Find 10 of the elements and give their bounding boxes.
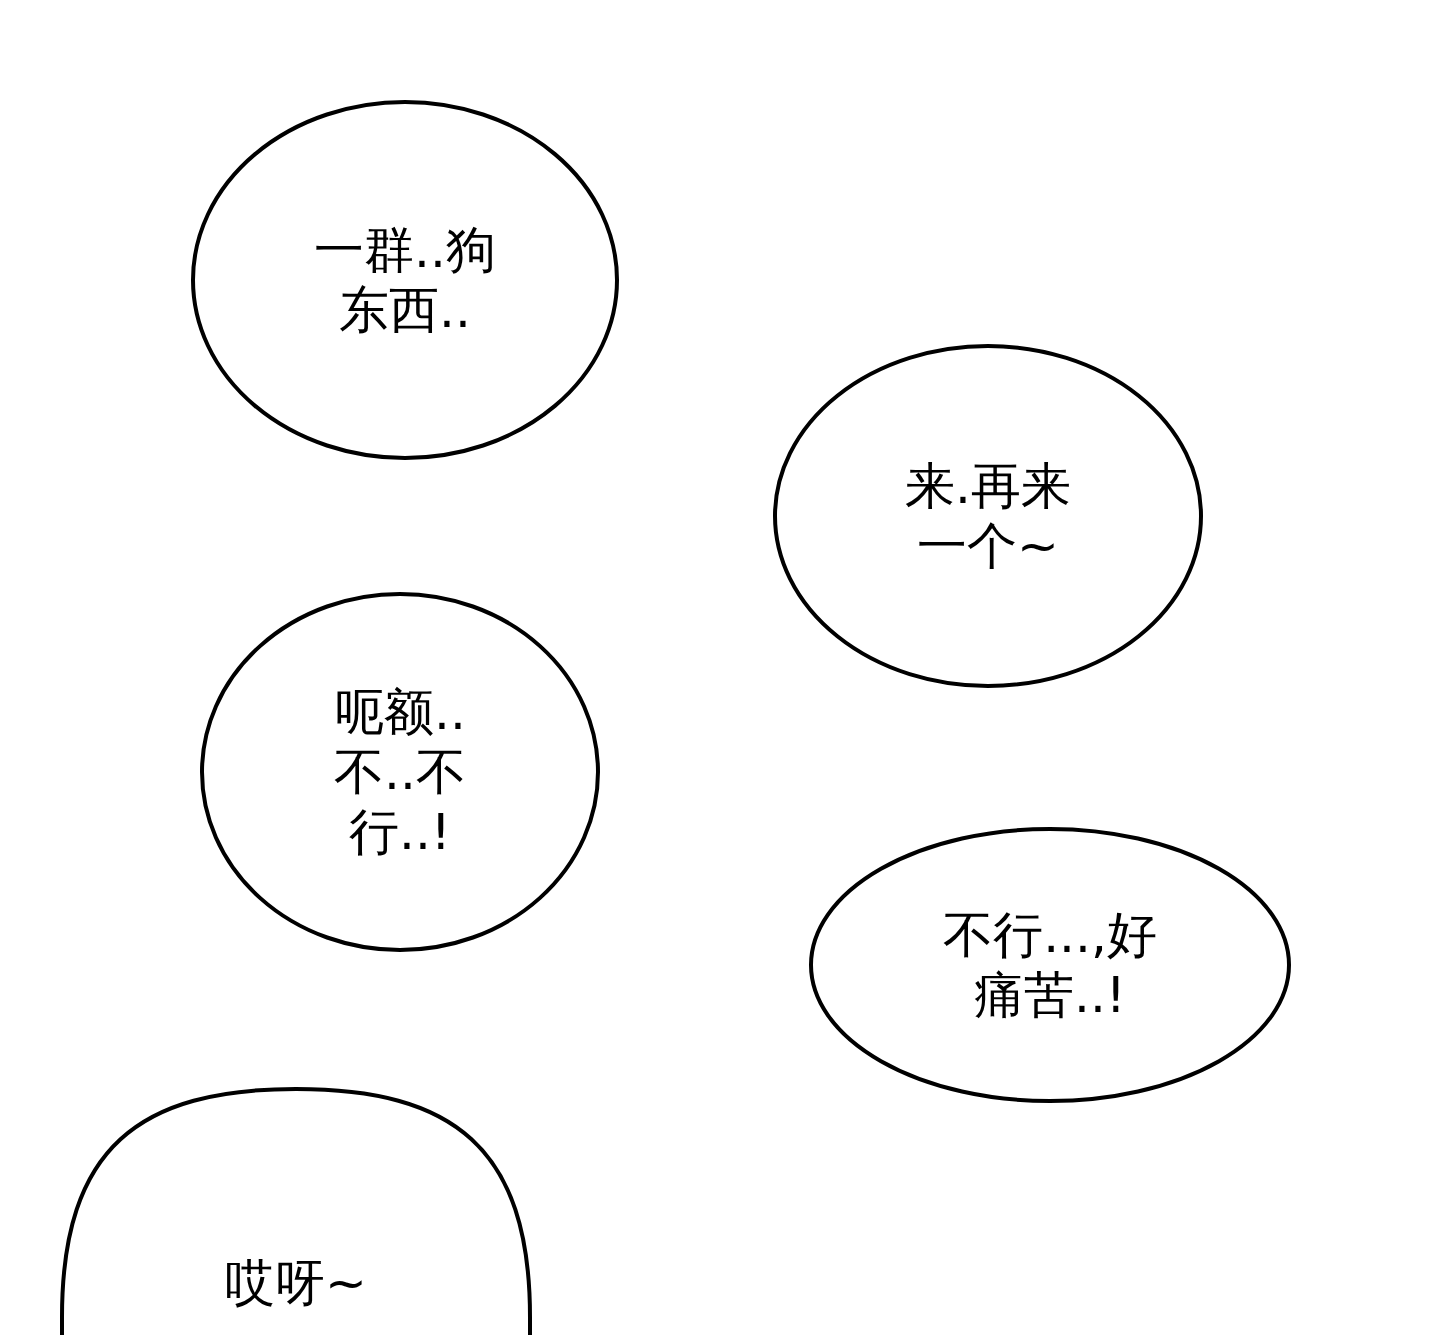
speech-bubble (200, 592, 600, 952)
speech-bubble (773, 344, 1203, 688)
bubble-text: 来.再来一个~ (904, 456, 1072, 576)
speech-bubble (191, 100, 619, 460)
bubble-text: 不行...,好痛苦..! (942, 905, 1158, 1025)
bubble-text: 呃额..不..不行..! (333, 682, 467, 862)
bubble-text: 一群..狗东西.. (313, 220, 497, 340)
speech-bubble (60, 1087, 532, 1335)
speech-bubble (809, 827, 1291, 1103)
bubble-text: 哎呀~ (225, 1253, 367, 1313)
